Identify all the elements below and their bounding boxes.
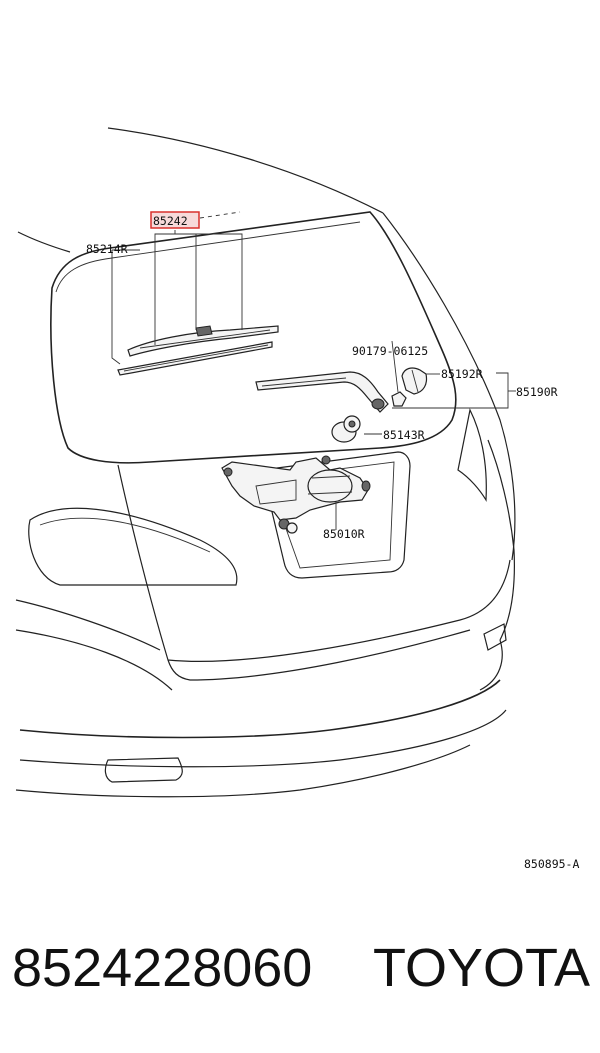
nut-90179 [391,340,407,407]
rear-wiper-parts-diagram: 85242 85214R 90179-06125 85192R 85190R 8… [15,127,579,871]
callout-85242: 85242 [153,214,188,228]
part-number: 8524228060 [12,938,313,998]
highlight-85242 [150,211,200,229]
callout-85143R: 85143R [383,428,425,442]
diagram-reference-code: 850895-A [524,857,579,871]
callout-85190R: 85190R [516,385,558,399]
callout-85010R: 85010R [323,527,365,541]
vehicle-rear-body [15,127,516,798]
wiper-blade-assembly [117,325,279,376]
wiper-motor [221,455,371,534]
brand-name: TOYOTA [373,938,591,998]
wiper-arm [255,371,389,413]
callout-85192R: 85192R [441,367,483,381]
callout-85214R: 85214R [86,242,128,256]
grommet-85143R [331,415,382,443]
leader-85242 [111,230,243,365]
leader-85190R [392,372,516,409]
callout-90179-06125: 90179-06125 [352,344,428,358]
cap-85192R [401,367,440,395]
